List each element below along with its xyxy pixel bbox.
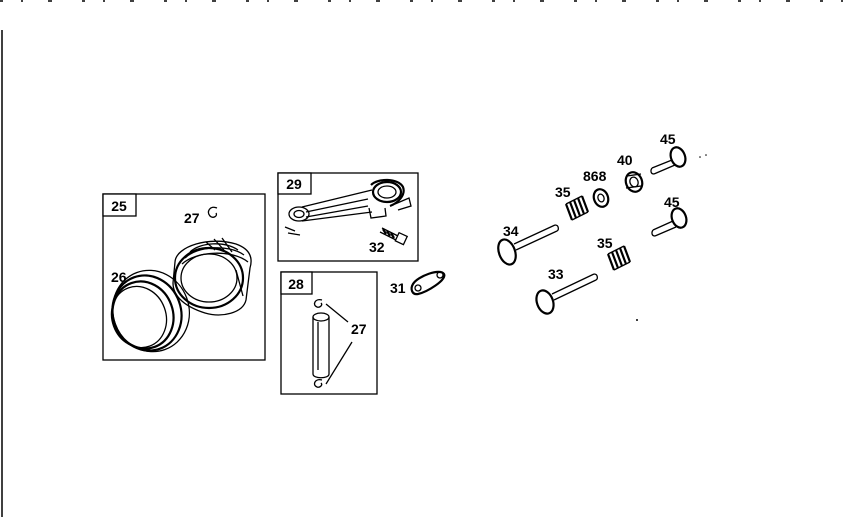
connecting-rod-box: 29 32 [277,172,419,262]
piston-box-number: 25 [111,198,127,214]
wrist-pin-box: 28 27 [280,271,378,395]
rod-cap-lock-icon [410,270,446,296]
rod-bolt-label: 32 [369,239,385,255]
spring-upper-label: 35 [555,184,571,200]
wrist-pin [312,312,330,379]
piston-box: 25 27 26 [102,193,266,361]
spring-retainer-icon [592,188,610,208]
tappet-lower-label: 45 [664,194,680,210]
spring-retainer-label: 868 [583,168,607,184]
piston-clip-label: 27 [184,210,200,226]
connecting-rod [284,178,412,236]
rod-bolt-icon [379,227,409,246]
intake-valve-label: 33 [548,266,564,282]
scan-specks [636,154,707,321]
piston-rings [110,269,191,353]
tappet-lower-icon [651,207,688,237]
rotator-icon [624,171,644,193]
rod-cap-lock-label: 31 [390,280,406,296]
exhaust-valve-icon [497,224,559,266]
piston [172,237,252,316]
wrist-pin-box-number: 28 [288,276,304,292]
spring-lower-label: 35 [597,235,613,251]
pin-clip-top-icon [313,299,323,308]
exhaust-valve-label: 34 [503,223,519,239]
valve-spring-upper-icon [564,195,590,221]
rings-label: 26 [111,269,127,285]
pin-clip-bottom-icon [313,379,323,388]
connecting-rod-box-number: 29 [286,176,302,192]
tappet-upper-icon [650,146,687,175]
tappet-upper-label: 45 [660,131,676,147]
valve-spring-lower-icon [606,245,632,271]
rotator-label: 40 [617,152,633,168]
piston-clip-icon [207,206,218,218]
pin-clips-label: 27 [351,321,367,337]
intake-valve-icon [535,273,598,315]
